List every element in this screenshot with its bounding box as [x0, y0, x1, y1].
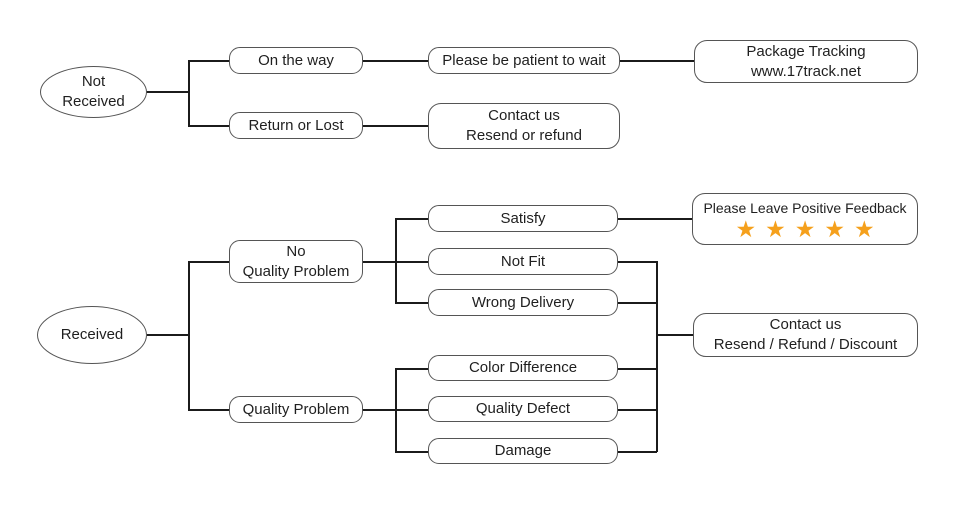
- connector-line: [656, 261, 658, 452]
- node-quality-problem: Quality Problem: [229, 396, 363, 423]
- node-quality-defect: Quality Defect: [428, 396, 618, 422]
- connector-line: [618, 261, 657, 263]
- star-icon: ★: [824, 216, 845, 242]
- connector-line: [147, 334, 188, 336]
- node-label: Quality Problem: [242, 400, 350, 418]
- node-label: No: [286, 242, 306, 260]
- node-label: Color Difference: [468, 359, 578, 376]
- node-label: Package Tracking: [746, 42, 866, 60]
- connector-line: [188, 261, 190, 410]
- node-satisfy: Satisfy: [428, 205, 618, 232]
- node-on-the-way: On the way: [229, 47, 363, 74]
- connector-line: [618, 451, 657, 453]
- node-contact-resend-refund: Contact us Resend or refund: [428, 103, 620, 149]
- node-color-difference: Color Difference: [428, 355, 618, 381]
- node-label: Return or Lost: [248, 116, 344, 134]
- node-label: Wrong Delivery: [471, 293, 575, 311]
- connector-line: [620, 60, 694, 62]
- node-label: Contact us: [769, 316, 842, 333]
- node-not-fit: Not Fit: [428, 248, 618, 275]
- star-icon: ★: [735, 216, 757, 242]
- star-icon: ★: [765, 216, 786, 242]
- node-label: Quality Problem: [242, 262, 350, 280]
- connector-line: [363, 125, 428, 127]
- connector-line: [618, 409, 657, 411]
- node-label: On the way: [258, 51, 334, 69]
- connector-line: [395, 218, 397, 303]
- node-label: Not Fit: [500, 252, 546, 270]
- node-received: Received: [37, 306, 147, 364]
- node-positive-feedback: Please Leave Positive Feedback ★ ★ ★ ★ ★: [692, 193, 918, 245]
- node-label: Received: [62, 93, 125, 110]
- connector-line: [188, 60, 190, 126]
- node-contact-full: Contact us Resend / Refund / Discount: [693, 313, 918, 357]
- node-label: Please Leave Positive Feedback: [703, 200, 907, 216]
- node-no-quality-problem: No Quality Problem: [229, 240, 363, 283]
- node-wrong-delivery: Wrong Delivery: [428, 289, 618, 316]
- node-label: Resend / Refund / Discount: [713, 336, 898, 353]
- connector-line: [395, 368, 397, 452]
- connector-line: [618, 302, 657, 304]
- node-label: Contact us: [488, 107, 560, 124]
- node-not-received: Not Received: [40, 66, 147, 118]
- star-icon: ★: [853, 216, 875, 242]
- node-label: Received: [60, 326, 124, 343]
- connector-line: [395, 451, 428, 453]
- connector-line: [188, 409, 229, 411]
- connector-line: [188, 261, 229, 263]
- node-damage: Damage: [428, 438, 618, 464]
- node-label: Please be patient to wait: [442, 51, 606, 69]
- connector-line: [618, 218, 692, 220]
- node-please-wait: Please be patient to wait: [428, 47, 620, 74]
- connector-line: [363, 60, 428, 62]
- connector-line: [395, 302, 428, 304]
- node-label: Satisfy: [500, 209, 546, 227]
- star-icon: ★: [794, 216, 816, 242]
- node-label: Quality Defect: [475, 400, 571, 417]
- node-label: Damage: [494, 442, 552, 459]
- node-label: Not: [81, 73, 106, 90]
- node-return-or-lost: Return or Lost: [229, 112, 363, 139]
- connector-line: [395, 218, 428, 220]
- node-label: Resend or refund: [466, 127, 582, 144]
- connector-line: [395, 368, 428, 370]
- node-label: www.17track.net: [750, 62, 862, 80]
- connector-line: [188, 125, 229, 127]
- star-row: ★ ★ ★ ★ ★: [735, 218, 874, 241]
- connector-line: [146, 91, 190, 93]
- connector-line: [618, 368, 657, 370]
- node-package-tracking: Package Tracking www.17track.net: [694, 40, 918, 83]
- connector-line: [656, 334, 693, 336]
- connector-line: [188, 60, 229, 62]
